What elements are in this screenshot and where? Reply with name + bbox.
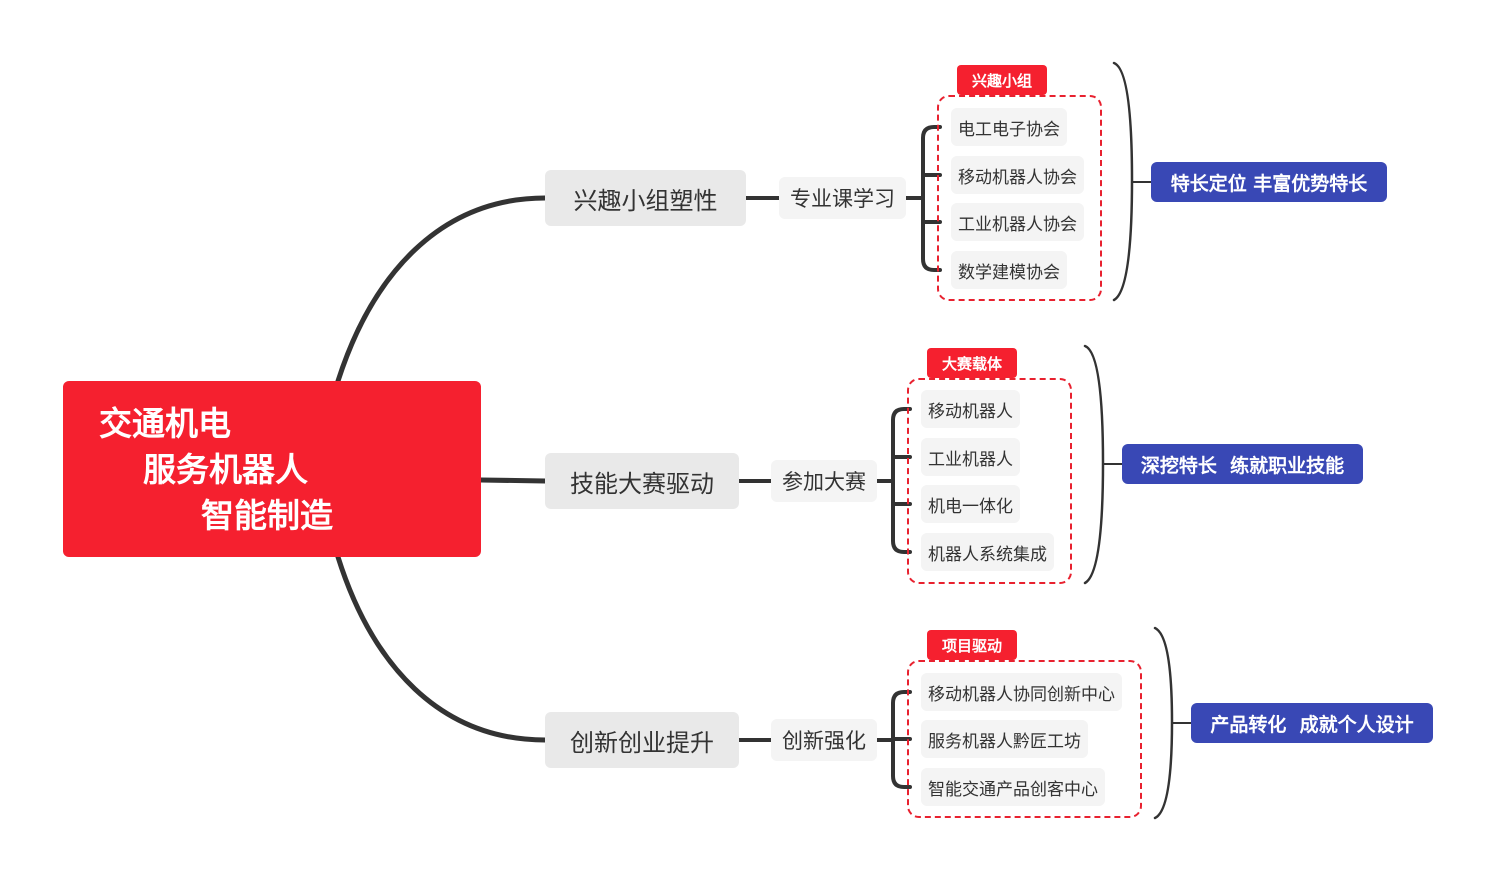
summary-label-1[interactable]: 特长定位 丰富优势特长 (1151, 162, 1387, 202)
central-line-2: 服务机器人 (143, 450, 308, 489)
link-central-branch-1 (335, 195, 548, 384)
sub-topic-1[interactable]: 专业课学习 (779, 177, 906, 219)
main-topic-1[interactable]: 兴趣小组塑性 (545, 170, 746, 226)
link-central-branch-3 (335, 554, 548, 743)
sub-topic-3[interactable]: 创新强化 (771, 719, 877, 761)
dashed-group-3 (907, 660, 1142, 818)
group-tag-1[interactable]: 兴趣小组 (957, 65, 1047, 95)
leaf-item[interactable]: 数学建模协会 (951, 251, 1067, 289)
main-topic-3[interactable]: 创新创业提升 (545, 712, 739, 768)
summary-bracket-3 (1153, 626, 1174, 820)
central-line-3: 智能制造 (201, 496, 333, 535)
leaf-item[interactable]: 工业机器人协会 (951, 203, 1084, 241)
leaf-item[interactable]: 移动机器人协同创新中心 (921, 673, 1122, 711)
summary-label-3[interactable]: 产品转化 成就个人设计 (1191, 703, 1433, 743)
summary-label-2[interactable]: 深挖特长 练就职业技能 (1122, 444, 1363, 484)
central-line-1: 交通机电 (99, 404, 231, 443)
leaf-item[interactable]: 工业机器人 (921, 438, 1020, 476)
leaf-item[interactable]: 电工电子协会 (951, 108, 1067, 146)
summary-bracket-1 (1112, 61, 1134, 302)
leaf-item[interactable]: 移动机器人协会 (951, 156, 1084, 194)
link-central-branch-2 (478, 477, 548, 484)
leaf-item[interactable]: 移动机器人 (921, 390, 1020, 428)
central-topic[interactable]: 交通机电 服务机器人 智能制造 (63, 381, 481, 557)
group-tag-2[interactable]: 大赛载体 (927, 348, 1017, 378)
dashed-group-1 (937, 95, 1102, 301)
leaf-item[interactable]: 机器人系统集成 (921, 533, 1054, 571)
leaf-item[interactable]: 机电一体化 (921, 485, 1020, 523)
main-topic-2[interactable]: 技能大赛驱动 (545, 453, 739, 509)
group-tag-3[interactable]: 项目驱动 (927, 630, 1017, 660)
summary-bracket-2 (1083, 344, 1105, 585)
leaf-item[interactable]: 智能交通产品创客中心 (921, 768, 1105, 806)
sub-topic-2[interactable]: 参加大赛 (771, 460, 877, 502)
leaf-item[interactable]: 服务机器人黔匠工坊 (921, 720, 1088, 758)
dashed-group-2 (907, 378, 1072, 584)
